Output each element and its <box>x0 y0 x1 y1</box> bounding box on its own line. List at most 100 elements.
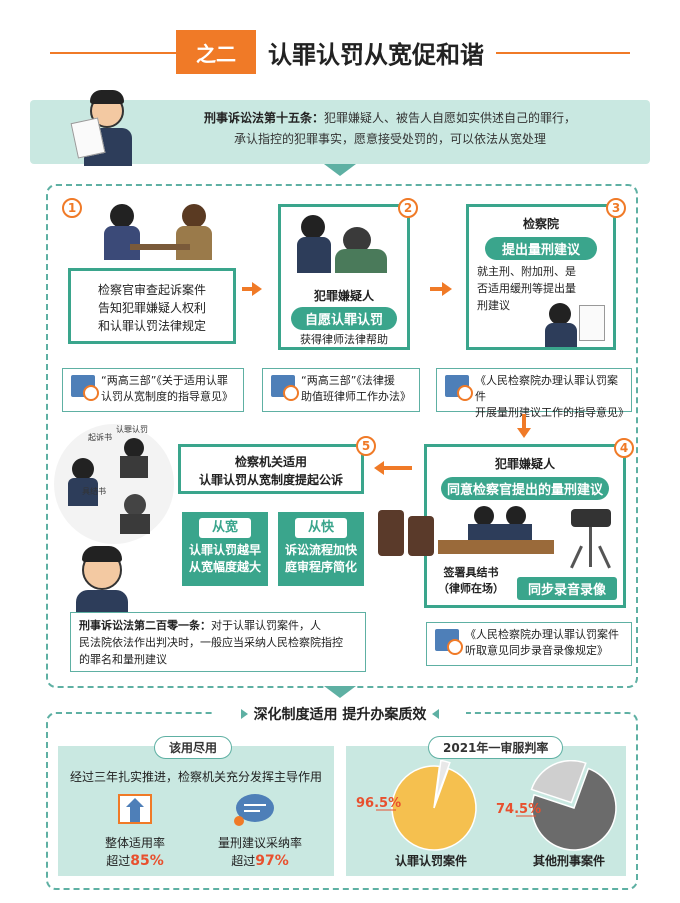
document-search-icon <box>445 375 473 401</box>
pie-2-value-label: 74.5% <box>496 802 542 817</box>
speed-line-1: 诉讼流程加快 <box>284 543 357 557</box>
pie-1-label: 认罪认罚案件 <box>394 854 467 868</box>
presenter-illustration <box>70 546 134 616</box>
step-4-ref-line-2: 听取意见同步录音录像规定》 <box>465 644 608 657</box>
stat-2-prefix: 超过 <box>231 854 256 868</box>
heading-left-marker <box>240 709 248 719</box>
step-3-desc: 就主刑、附加刑、是 否适用缓刑等提出量 刑建议 <box>477 263 587 314</box>
stat-1-label: 整体适用率 <box>104 836 165 850</box>
law-name: 刑事诉讼法第十五条： <box>203 111 324 125</box>
speed-title: 从快 <box>295 518 347 538</box>
step-3-card: 检察院 提出量刑建议 就主刑、附加刑、是 否适用缓刑等提出量 刑建议 <box>466 204 616 350</box>
step-4-sign-line-2: （律师在场） <box>438 582 504 595</box>
step-5-card: 检察机关适用 认罪认罚从宽制度提起公诉 <box>178 444 364 494</box>
signing-meeting-illustration <box>378 502 558 558</box>
document-search-icon <box>435 629 463 655</box>
acceptance-rate-chip: 2021年一审服判率 <box>428 736 564 759</box>
step-4-record-label: 同步录音录像 <box>517 577 617 600</box>
step-3-pill: 提出量刑建议 <box>485 237 597 260</box>
step-4-title: 犯罪嫌疑人 <box>494 457 555 471</box>
arrow-1-to-2 <box>252 282 262 296</box>
step-3-reference: 《人民检察院办理认罪认罚案件 开展量刑建议工作的指导意见》 <box>436 368 632 419</box>
section-2-heading: 深化制度适用 提升办案质效 <box>214 704 466 724</box>
leniency-title: 从宽 <box>199 518 251 538</box>
step-1-card: 检察官审查起诉案件 告知犯罪嫌疑人权利 和认罪认罚法律规定 <box>68 268 236 344</box>
arrow-4-to-5 <box>374 461 384 475</box>
stat-sentencing-rate: 量刑建议采纳率 超过97% <box>200 834 320 870</box>
step-4-sign-line-1: 签署具结书 <box>443 566 499 579</box>
prosecutor-with-document-illustration <box>545 301 609 347</box>
stat-overall-rate: 整体适用率 超过85% <box>80 834 190 870</box>
leniency-box: 从宽 认罪认罚越早 从宽幅度越大 <box>182 512 268 586</box>
step-3-line-3: 刑建议 <box>477 299 510 312</box>
arrow-2-shaft <box>430 287 444 291</box>
rising-chart-icon <box>118 794 152 824</box>
step-4-pill: 同意检察官提出的量刑建议 <box>441 477 609 500</box>
step-4-reference: 《人民检察院办理认罪认罚案件 听取意见同步录音录像规定》 <box>426 622 632 666</box>
stat-1-prefix: 超过 <box>106 854 131 868</box>
section-title: 认罪认罚从宽促和谐 <box>256 30 496 74</box>
step-2-title: 犯罪嫌疑人 <box>313 289 374 303</box>
law-line-2: 承认指控的犯罪事实，愿意接受处罚的，可以依法从宽处理 <box>233 132 546 146</box>
section-2-title: 深化制度适用 提升办案质效 <box>253 707 427 723</box>
acceptance-pie-charts <box>376 760 617 851</box>
scene-label-plea: 认罪认罚 <box>116 425 148 434</box>
step-2-sub: 获得律师法律帮助 <box>300 333 388 346</box>
speech-bubble-icon <box>234 794 274 826</box>
speed-box: 从快 诉讼流程加快 庭审程序简化 <box>278 512 364 586</box>
stat-2-value: 97% <box>255 853 289 869</box>
step-2-ref-line-1: “两高三部”《法律援 <box>301 374 395 387</box>
leniency-line-1: 认罪认罚越早 <box>188 543 261 557</box>
pie-other-slice-2 <box>530 760 587 804</box>
arrow-3-to-4 <box>517 428 531 438</box>
step-5-line-1: 检察机关适用 <box>234 455 307 469</box>
law-201-name: 刑事诉讼法第二百零一条： <box>79 619 211 632</box>
step-1-ref-line-1: “两高三部”《关于适用认罪 <box>101 374 228 387</box>
step-5-number: 5 <box>356 436 376 456</box>
interrogation-illustration <box>100 200 220 270</box>
section-number-tag: 之二 <box>176 30 256 74</box>
step-3-ref-line-1: 《人民检察院办理认罪认罚案件 <box>475 374 618 403</box>
down-arrow-2 <box>324 686 356 698</box>
arrow-3-shaft <box>522 414 526 428</box>
law-201-line-2: 民法院依法作出判决时，一般应当采纳人民检察院指控 <box>79 636 343 649</box>
arrow-1-shaft <box>242 287 254 291</box>
pie-other-cases <box>530 760 617 851</box>
application-rate-chip: 该用尽用 <box>154 736 233 759</box>
step-4-ref-line-1: 《人民检察院办理认罪认罚案件 <box>465 628 619 641</box>
step-3-ref-line-2: 开展量刑建议工作的指导意见》 <box>475 406 629 419</box>
down-arrow <box>324 164 356 176</box>
step-4-card: 犯罪嫌疑人 同意检察官提出的量刑建议 签署具结书 （律师在场） 同步录音录像 <box>424 444 626 608</box>
scene-label-statement: 具结书 <box>82 487 106 496</box>
leniency-line-2: 从宽幅度越大 <box>188 560 261 574</box>
step-2-reference: “两高三部”《法律援 助值班律师工作办法》 <box>262 368 420 412</box>
law-201-line-3: 的罪名和量刑建议 <box>79 653 167 666</box>
application-rate-panel <box>58 746 334 876</box>
step-5-line-2: 认罪认罚从宽制度提起公诉 <box>198 473 343 487</box>
law-201-line-1: 对于认罪认罚案件，人 <box>211 619 321 632</box>
document-search-icon <box>271 375 299 401</box>
stat-2-label: 量刑建议采纳率 <box>217 836 302 850</box>
arrow-2-to-3 <box>442 282 452 296</box>
step-1-reference: “两高三部”《关于适用认罪 认罚从宽制度的指导意见》 <box>62 368 244 412</box>
step-4-number: 4 <box>614 438 634 458</box>
step-1-line-2: 告知犯罪嫌疑人权利 <box>97 301 206 315</box>
step-1-line-1: 检察官审查起诉案件 <box>97 283 206 297</box>
application-intro: 经过三年扎实推进，检察机关充分发挥主导作用 <box>69 770 322 784</box>
step-2-pill: 自愿认罪认罚 <box>291 307 397 330</box>
step-3-line-2: 否适用缓刑等提出量 <box>477 282 576 295</box>
suspect-and-lawyer-illustration <box>297 213 393 275</box>
step-1-number: 1 <box>62 198 82 218</box>
step-1-ref-line-2: 认罚从宽制度的指导意见》 <box>101 390 233 403</box>
video-camera-icon <box>567 505 617 569</box>
step-3-title: 检察院 <box>522 217 559 231</box>
speed-line-2: 庭审程序简化 <box>284 560 357 574</box>
scene-label-indictment: 起诉书 <box>88 433 112 442</box>
section-header: 之二 认罪认罚从宽促和谐 <box>176 30 496 74</box>
step-2-number: 2 <box>398 198 418 218</box>
pie-1-value-label: 96.5% <box>356 796 402 811</box>
pie-plea-slice-2 <box>434 760 451 803</box>
document-search-icon <box>71 375 99 401</box>
pie-plea-slice-1 <box>391 765 477 851</box>
heading-right-marker <box>432 709 440 719</box>
